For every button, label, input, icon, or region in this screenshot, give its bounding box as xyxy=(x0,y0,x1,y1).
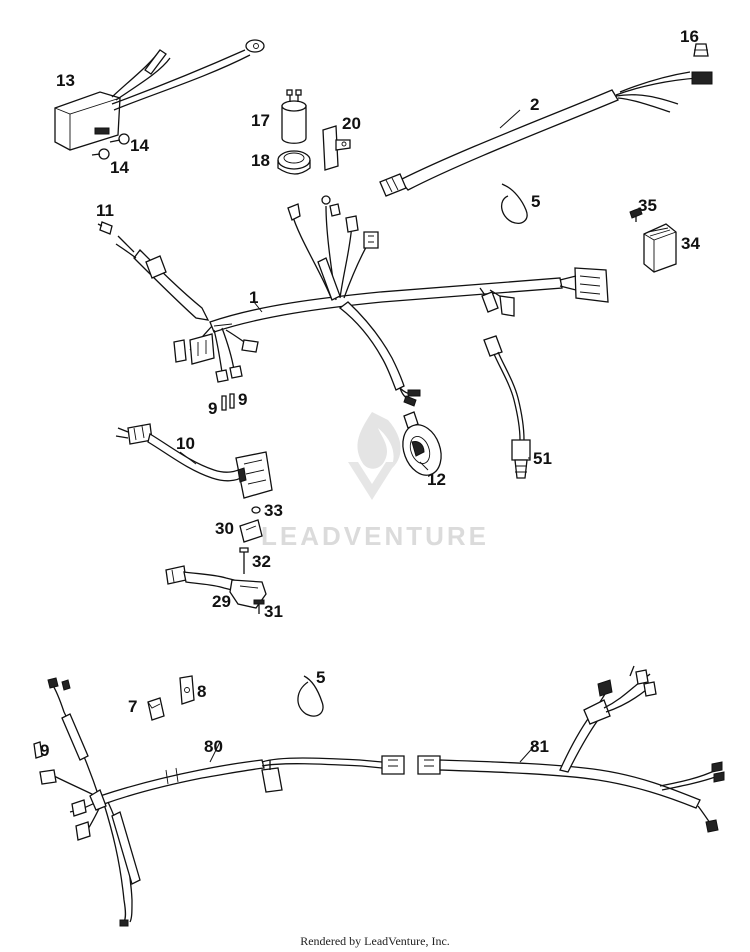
plate-part-30 xyxy=(239,519,263,543)
callout-32: 32 xyxy=(252,552,271,571)
horn-part-12 xyxy=(402,411,442,476)
bracket-part-20 xyxy=(322,125,351,171)
screw-part-14-a xyxy=(109,133,130,145)
callout-80: 80 xyxy=(204,737,223,756)
screw-part-31 xyxy=(253,599,265,614)
callout-31: 31 xyxy=(264,602,283,621)
callout-13: 13 xyxy=(56,71,75,90)
callout-81: 81 xyxy=(530,737,549,756)
clamp-ring-part-18 xyxy=(277,150,311,175)
callout-9-lower: 9 xyxy=(40,741,49,760)
watermark-flame-icon xyxy=(357,412,401,470)
callout-30: 30 xyxy=(215,519,234,538)
bracket-part-8 xyxy=(179,675,195,705)
callout-51: 51 xyxy=(533,449,552,468)
washer-part-33 xyxy=(251,506,261,514)
callout-labels: 13 14 14 16 2 17 18 20 5 11 35 34 1 9 9 … xyxy=(40,27,700,760)
capacitor-part-17 xyxy=(281,89,307,144)
screw-part-14-b xyxy=(91,148,110,160)
callout-14-a: 14 xyxy=(130,136,149,155)
callout-1: 1 xyxy=(249,288,258,307)
callout-29: 29 xyxy=(212,592,231,611)
screw-part-35 xyxy=(629,207,643,222)
callout-11: 11 xyxy=(96,201,114,220)
callout-35: 35 xyxy=(638,196,657,215)
callout-17: 17 xyxy=(251,111,270,130)
callout-5-top: 5 xyxy=(531,192,540,211)
watermark-v-icon xyxy=(348,462,396,500)
temperature-sensor-part-51 xyxy=(483,335,531,479)
footer-credit: Rendered by LeadVenture, Inc. xyxy=(300,934,450,948)
callout-leaders xyxy=(179,109,539,763)
callout-7: 7 xyxy=(128,697,137,716)
callout-12: 12 xyxy=(427,470,446,489)
callout-8: 8 xyxy=(197,682,206,701)
callout-14-b: 14 xyxy=(110,158,129,177)
harness-part-80 xyxy=(39,677,405,927)
ecu-module-part-13 xyxy=(54,39,265,151)
callout-2: 2 xyxy=(530,95,539,114)
callout-16: 16 xyxy=(680,27,699,46)
connector-pins-part-9 xyxy=(221,393,235,411)
callout-34: 34 xyxy=(681,234,700,253)
connector-pin-part-9-lower xyxy=(33,741,43,759)
main-harness-part-1 xyxy=(115,195,609,407)
callout-33: 33 xyxy=(264,501,283,520)
cable-part-2 xyxy=(379,71,713,197)
callout-18: 18 xyxy=(251,151,270,170)
stator-harness-part-10 xyxy=(115,423,273,499)
callout-20: 20 xyxy=(342,114,361,133)
regulator-part-34 xyxy=(643,223,677,273)
callout-5-bottom: 5 xyxy=(316,668,325,687)
screw-part-32 xyxy=(239,547,249,574)
harness-part-81 xyxy=(417,665,725,833)
leadventure-watermark: LEADVENTURE xyxy=(261,412,489,551)
switch-part-11 xyxy=(97,221,113,235)
callout-9-a: 9 xyxy=(208,399,217,418)
relay-part-7 xyxy=(147,697,165,721)
cable-tie-part-5-bottom xyxy=(297,675,324,717)
watermark-text: LEADVENTURE xyxy=(261,521,489,551)
callout-9-b: 9 xyxy=(238,390,247,409)
callout-10: 10 xyxy=(176,434,195,453)
bulb-part-16 xyxy=(693,43,709,57)
cable-tie-part-5-top xyxy=(501,183,528,224)
